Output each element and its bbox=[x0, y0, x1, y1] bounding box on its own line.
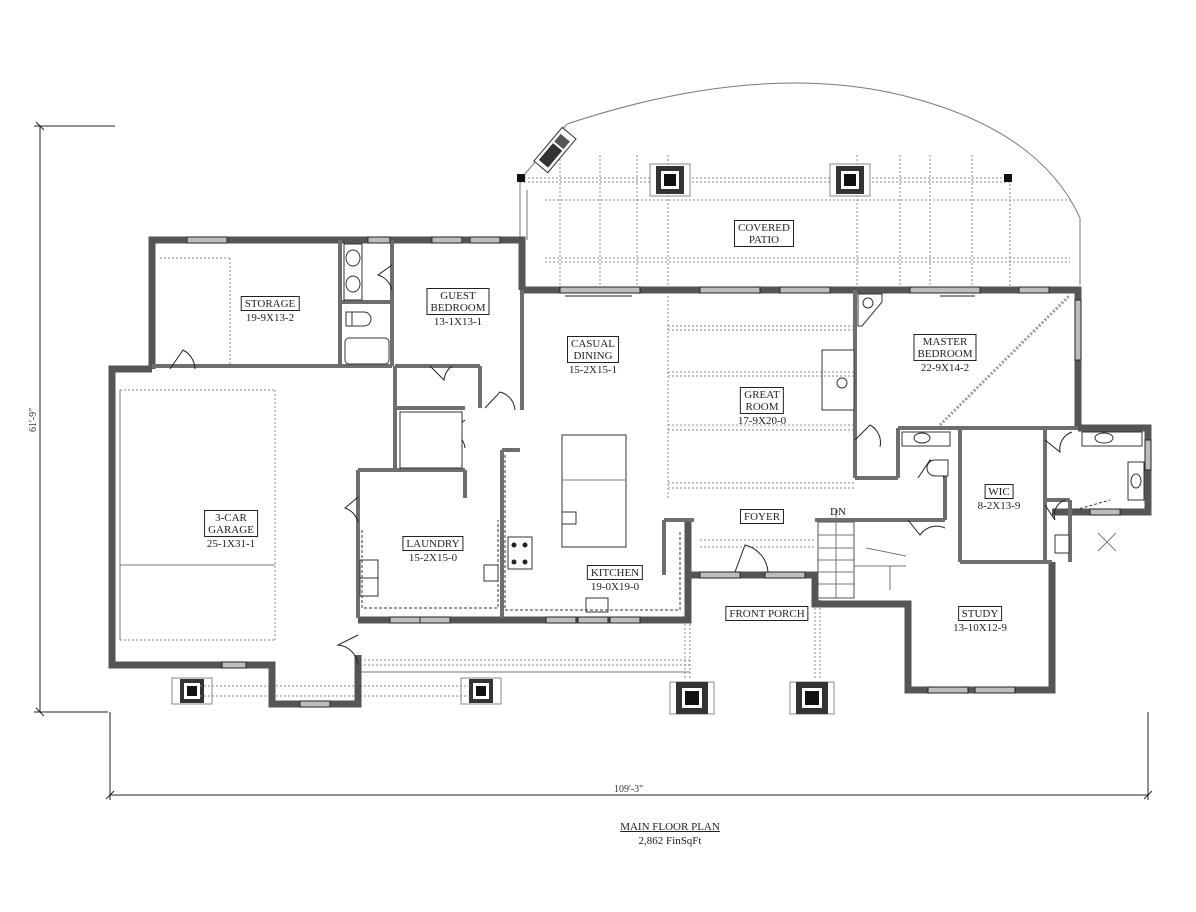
front-porch-beams bbox=[200, 580, 821, 697]
room-name: BEDROOM bbox=[917, 348, 973, 360]
overall-width-dimension: 109'-3" bbox=[614, 784, 644, 795]
stair-down-note: DN bbox=[830, 506, 846, 518]
room-name: GUEST bbox=[440, 290, 476, 302]
room-name: WIC bbox=[984, 484, 1014, 499]
porch-columns bbox=[171, 163, 871, 715]
room-name: BEDROOM bbox=[430, 302, 486, 314]
room-size: 13-1X13-1 bbox=[433, 316, 483, 328]
room-name: STORAGE bbox=[240, 296, 300, 311]
room-foyer: FOYER bbox=[739, 509, 785, 524]
room-size: 19-9X13-2 bbox=[245, 312, 295, 324]
room-name: CASUAL bbox=[570, 338, 616, 350]
room-size: 17-9X20-0 bbox=[737, 415, 787, 427]
room-laundry: LAUNDRY 15-2X15-0 bbox=[402, 536, 464, 564]
room-name: 3-CAR bbox=[215, 512, 247, 524]
plan-title: MAIN FLOOR PLAN bbox=[620, 821, 720, 833]
room-size: 15-2X15-1 bbox=[568, 364, 618, 376]
room-front-porch: FRONT PORCH bbox=[725, 606, 809, 621]
fixtures bbox=[119, 243, 1145, 641]
room-size: 8-2X13-9 bbox=[977, 500, 1021, 512]
room-size: 15-2X15-0 bbox=[408, 552, 458, 564]
plan-title-block: MAIN FLOOR PLAN 2,862 FinSqFt bbox=[620, 820, 720, 848]
room-name: ROOM bbox=[745, 401, 779, 413]
room-study: STUDY 13-10X12-9 bbox=[953, 606, 1007, 634]
room-name: GREAT bbox=[744, 389, 780, 401]
plan-area: 2,862 FinSqFt bbox=[638, 835, 702, 847]
dimension-lines bbox=[34, 121, 1153, 800]
room-name: FRONT PORCH bbox=[725, 606, 809, 621]
room-wic: WIC 8-2X13-9 bbox=[977, 484, 1021, 512]
room-size: 19-0X19-0 bbox=[590, 581, 640, 593]
room-name: FOYER bbox=[739, 509, 785, 524]
room-name: STUDY bbox=[957, 606, 1003, 621]
room-name: GARAGE bbox=[208, 524, 254, 536]
room-name: DINING bbox=[573, 350, 613, 362]
room-name: MASTER bbox=[922, 336, 968, 348]
room-name: PATIO bbox=[748, 234, 780, 246]
room-size: 13-10X12-9 bbox=[953, 622, 1007, 634]
room-name: COVERED bbox=[738, 222, 790, 234]
interior-walls bbox=[152, 240, 1078, 618]
covered-patio-structure bbox=[517, 82, 1081, 288]
room-size: 22-9X14-2 bbox=[920, 362, 970, 374]
windows bbox=[186, 236, 1152, 708]
room-kitchen: KITCHEN 19-0X19-0 bbox=[586, 565, 644, 593]
overall-depth-dimension: 61'-9" bbox=[28, 407, 39, 432]
room-size: 25-1X31-1 bbox=[206, 538, 256, 550]
room-name: LAUNDRY bbox=[402, 536, 464, 551]
room-name: KITCHEN bbox=[586, 565, 644, 580]
room-storage: STORAGE 19-9X13-2 bbox=[240, 296, 300, 324]
